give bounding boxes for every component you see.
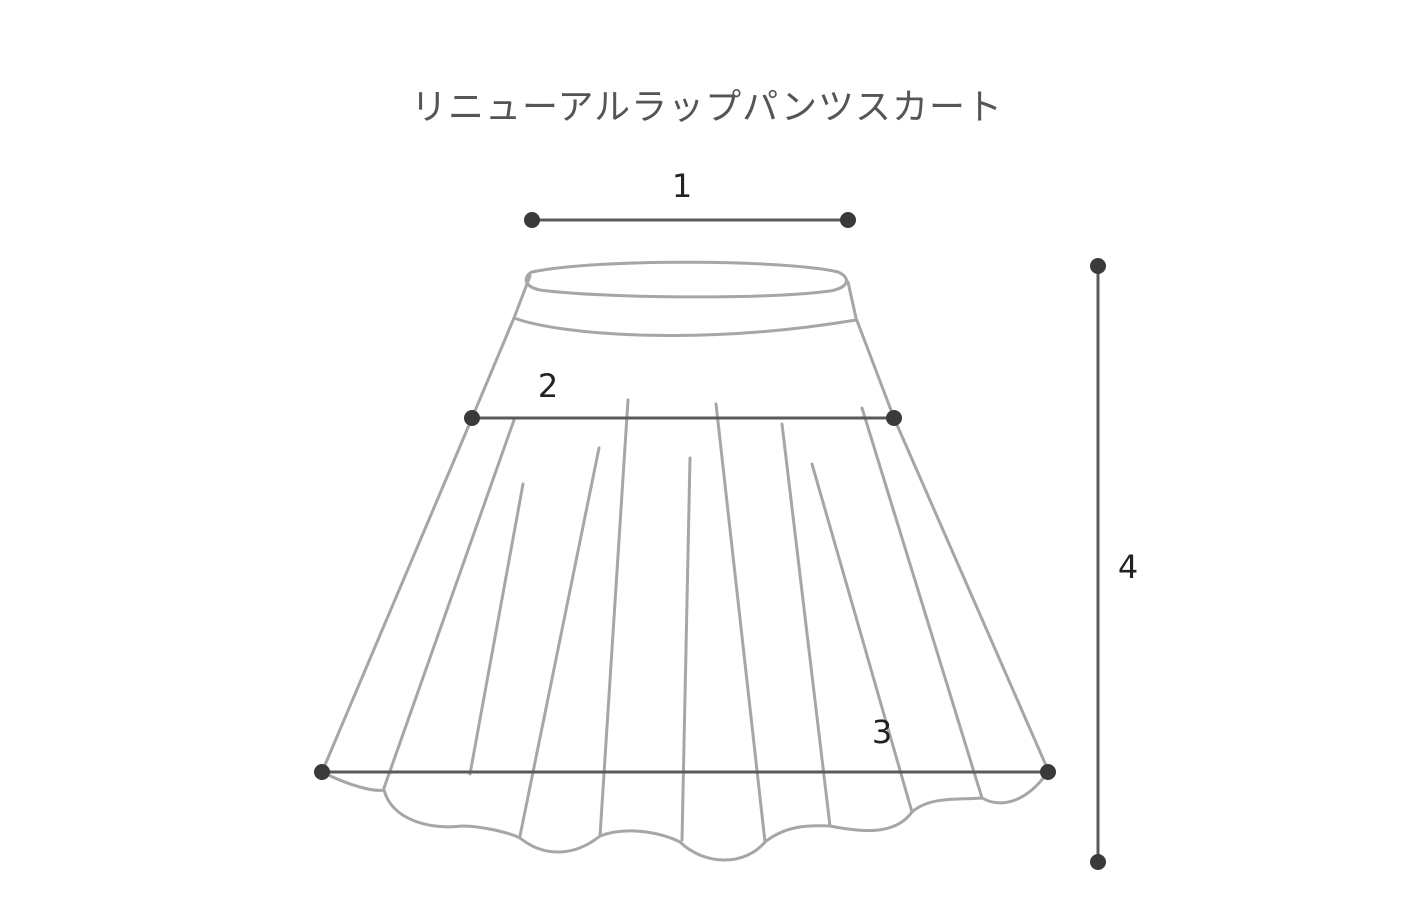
pleat-line bbox=[598, 398, 630, 838]
waistband-top bbox=[524, 260, 848, 299]
endpoint-dot bbox=[1090, 258, 1106, 274]
pleat-line bbox=[468, 482, 525, 776]
endpoint-dot bbox=[524, 212, 540, 228]
endpoint-dot bbox=[1040, 764, 1056, 780]
measurement-label-3: 3 bbox=[872, 713, 892, 751]
pleat-line bbox=[810, 462, 914, 814]
endpoint-dot bbox=[464, 410, 480, 426]
measurement-label-4: 4 bbox=[1118, 548, 1138, 586]
waistband-right-edge bbox=[846, 280, 858, 320]
waistband-left-edge bbox=[512, 274, 532, 320]
skirt-outline bbox=[320, 260, 1050, 862]
pleat-line bbox=[680, 456, 692, 842]
skirt-left-edge bbox=[320, 416, 474, 774]
skirt-right-edge bbox=[892, 416, 1050, 772]
measurement-label-2: 2 bbox=[538, 367, 558, 405]
measurement-label-1: 1 bbox=[672, 167, 692, 205]
pleat-line bbox=[714, 402, 767, 844]
endpoint-dot bbox=[840, 212, 856, 228]
measurement-length: 4 bbox=[1090, 258, 1138, 870]
endpoint-dot bbox=[314, 764, 330, 780]
skirt-hem bbox=[320, 770, 1050, 862]
pleat-line bbox=[780, 422, 832, 828]
diagram-title: リニューアルラップパンツスカート bbox=[410, 87, 1003, 128]
waistband-seam bbox=[512, 316, 858, 337]
yoke-right-edge bbox=[854, 316, 896, 420]
measurement-waist: 1 bbox=[524, 167, 856, 228]
pleat-line bbox=[860, 406, 984, 800]
endpoint-dot bbox=[1090, 854, 1106, 870]
measurement-hip: 2 bbox=[464, 367, 902, 426]
pleat-line bbox=[518, 446, 601, 838]
endpoint-dot bbox=[886, 410, 902, 426]
yoke-left-edge bbox=[470, 316, 516, 420]
pleat-line bbox=[382, 418, 516, 790]
measurement-hem: 3 bbox=[314, 713, 1056, 780]
